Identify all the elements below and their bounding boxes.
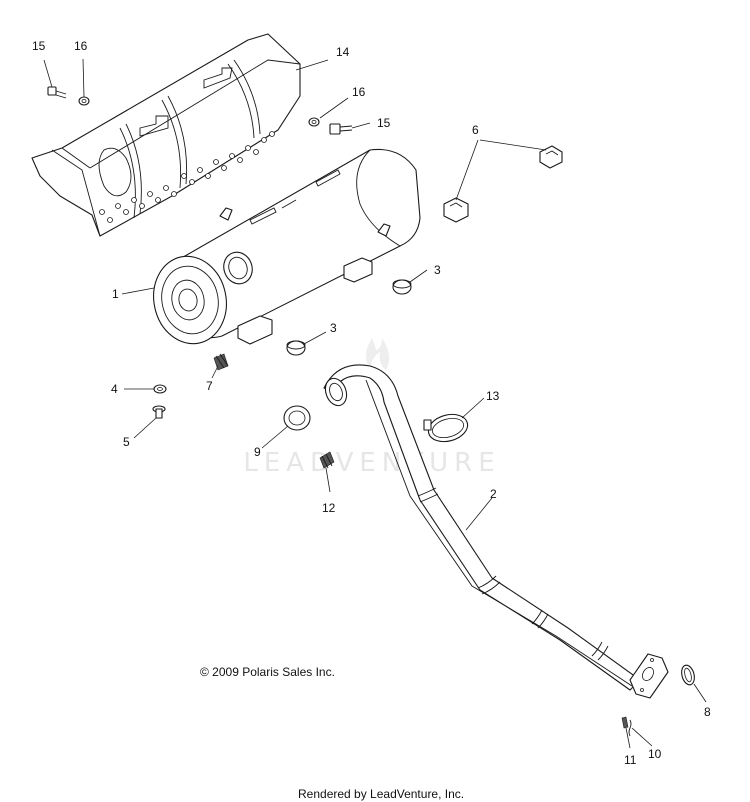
bolt-5	[152, 405, 166, 419]
callout-6: 6	[472, 123, 479, 137]
bolt-15-right	[329, 123, 353, 135]
callout-1: 1	[112, 287, 119, 301]
clamp-13	[423, 413, 469, 443]
leader-lines	[43, 58, 707, 749]
copyright-text: © 2009 Polaris Sales Inc.	[200, 665, 335, 679]
callout-2: 2	[490, 487, 497, 501]
callout-10: 10	[648, 747, 662, 761]
callout-16-left: 16	[74, 39, 88, 53]
spring-10	[628, 719, 632, 737]
clip-6-upper	[539, 145, 563, 169]
callout-16-right: 16	[352, 85, 366, 99]
washer-4	[153, 384, 167, 394]
callout-4: 4	[111, 382, 118, 396]
watermark: LEADVENTURE	[243, 338, 500, 478]
bolt-15-left	[47, 86, 67, 99]
callout-8: 8	[704, 705, 711, 719]
callout-12: 12	[322, 501, 336, 515]
shield-perforations	[99, 131, 275, 223]
callout-15-right: 15	[377, 116, 391, 130]
callout-13: 13	[486, 389, 500, 403]
grommet-3-upper	[392, 279, 412, 295]
callout-3-upper: 3	[434, 263, 441, 277]
washer-16-left	[78, 96, 90, 106]
callout-11: 11	[624, 753, 637, 767]
clip-6-lower	[443, 197, 469, 223]
spring-11	[621, 716, 629, 729]
washer-16-right	[308, 117, 320, 127]
callout-5: 5	[123, 435, 130, 449]
muffler	[153, 148, 421, 345]
watermark-text: LEADVENTURE	[243, 448, 500, 478]
gasket-9	[283, 405, 311, 431]
callout-15-left: 15	[32, 39, 46, 53]
callout-3-lower: 3	[330, 321, 337, 335]
heat-shield	[31, 33, 301, 237]
callout-14: 14	[336, 45, 350, 59]
callout-7: 7	[206, 379, 213, 393]
head-pipe	[323, 364, 669, 699]
gasket-8	[681, 664, 695, 686]
footer-credit: Rendered by LeadVenture, Inc.	[298, 787, 464, 801]
callout-labels: 1 2 3 3 4 5 6 7 8 9 10 11 12 13 14 15 15…	[32, 39, 711, 767]
grommet-3-lower	[286, 340, 306, 356]
spring-12	[319, 451, 335, 469]
callout-9: 9	[254, 445, 261, 459]
spring-7	[213, 353, 229, 371]
